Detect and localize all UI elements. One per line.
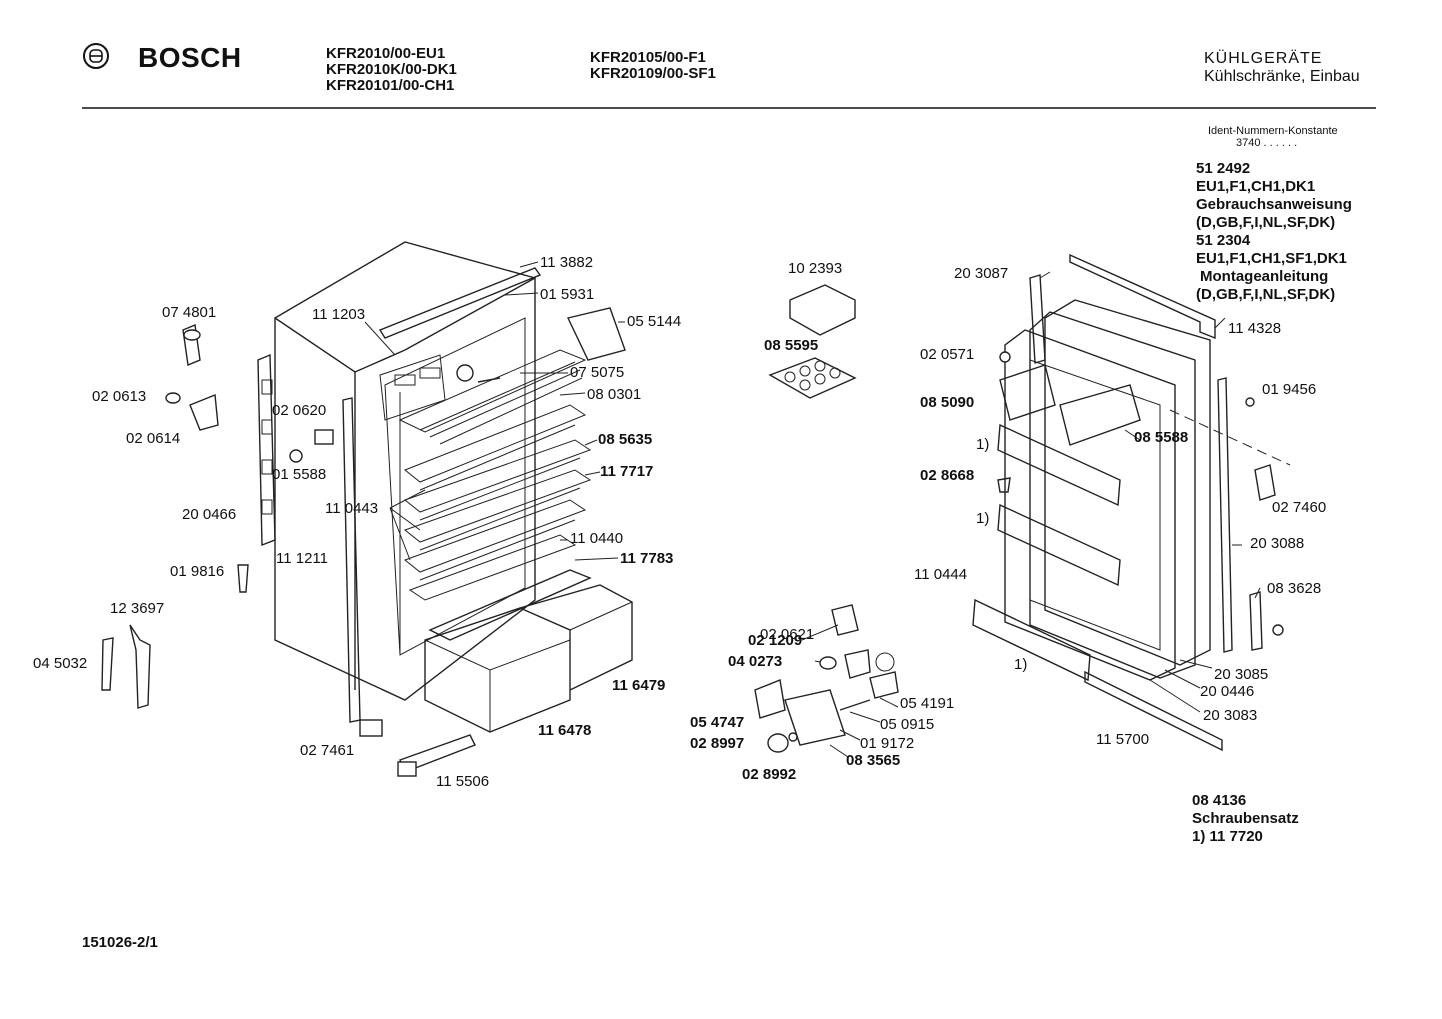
part-label: 11 4328: [1228, 320, 1282, 337]
model-line: KFR20105/00-F1: [590, 49, 706, 66]
part-label: 20 3085: [1214, 666, 1269, 683]
part-label: 11 1203: [312, 306, 366, 323]
model-line: KFR2010/00-EU1: [326, 45, 446, 62]
part-label: 08 3628: [1267, 580, 1322, 597]
part-label: 05 0915: [880, 716, 935, 733]
category-block: KÜHLGERÄTE Kühlschränke, Einbau: [1204, 50, 1360, 86]
part-label: 07 4801: [162, 304, 217, 321]
part-label: 01 5588: [272, 466, 327, 483]
doc-entry: 51 2304 EU1,F1,CH1,SF1,DK1 Montageanleit…: [1196, 232, 1347, 304]
part-label: 02 7460: [1272, 499, 1327, 516]
part-label: 04 0273: [728, 653, 783, 670]
ident-value: 3740 . . . . . .: [1236, 137, 1298, 149]
doc-title: Montageanleitung: [1200, 268, 1329, 285]
doc-entry: 51 2492 EU1,F1,CH1,DK1 Gebrauchsanweisun…: [1196, 160, 1352, 232]
doc-variants: EU1,F1,CH1,DK1: [1196, 178, 1316, 195]
part-label: 08 5090: [920, 394, 975, 411]
part-label: 08 5588: [1134, 429, 1189, 446]
part-label: 05 4191: [900, 695, 955, 712]
part-label: 11 0440: [570, 530, 624, 547]
screw-set-block: 08 4136 Schraubensatz 1) 11 7720: [1192, 792, 1299, 846]
category-subtitle: Kühlschränke, Einbau: [1204, 68, 1360, 85]
door-assembly: [972, 253, 1291, 752]
part-label: 02 7461: [300, 742, 355, 759]
doc-title: Gebrauchsanweisung: [1196, 196, 1352, 213]
part-label: 11 1211: [276, 550, 328, 567]
part-label: 02 0621: [760, 626, 815, 643]
part-label: 20 0466: [182, 506, 237, 523]
part-label: 11 7717: [600, 463, 654, 480]
model-list-2: KFR20105/00-F1 KFR20109/00-SF1: [590, 50, 716, 82]
part-label: 20 3083: [1203, 707, 1258, 724]
footnote-marker: 1): [976, 436, 990, 453]
ident-label: Ident-Nummern-Konstante: [1208, 125, 1338, 137]
part-label: 01 5931: [540, 286, 595, 303]
part-label: 02 8992: [742, 766, 797, 783]
footnote-marker: 1): [1014, 656, 1028, 673]
part-label: 02 0571: [920, 346, 975, 363]
part-label: 02 0614: [126, 430, 181, 447]
doc-number: 51 2492: [1196, 160, 1251, 177]
part-label: 11 3882: [540, 254, 594, 271]
doc-number: 51 2304: [1196, 232, 1251, 249]
part-label: 20 0446: [1200, 683, 1255, 700]
part-label: 05 4747: [690, 714, 745, 731]
part-label: 11 7783: [620, 550, 674, 567]
model-line: KFR2010K/00-DK1: [326, 61, 457, 78]
doc-variants: EU1,F1,CH1,SF1,DK1: [1196, 250, 1347, 267]
part-label: 01 9456: [1262, 381, 1317, 398]
part-label: 02 8668: [920, 467, 975, 484]
part-label: 08 5595: [764, 337, 819, 354]
part-label: 07 5075: [570, 364, 625, 381]
part-label: 12 3697: [110, 600, 165, 617]
leader-lines: [364, 261, 1261, 758]
model-line: KFR20101/00-CH1: [326, 77, 455, 94]
model-list-1: KFR2010/00-EU1 KFR2010K/00-DK1 KFR20101/…: [326, 46, 457, 94]
ident-block: Ident-Nummern-Konstante 3740 . . . . . .: [1208, 125, 1338, 149]
part-label: 01 9172: [860, 735, 915, 752]
part-label: 08 0301: [587, 386, 642, 403]
part-label: 11 0443: [325, 500, 379, 517]
middle-parts: [754, 284, 899, 753]
part-label: 11 5506: [436, 773, 490, 790]
screw-set-label: Schraubensatz: [1192, 810, 1299, 827]
part-label: 11 6478: [538, 722, 592, 739]
brand-name: BOSCH: [138, 42, 242, 73]
part-label: 20 3087: [954, 265, 1009, 282]
part-label: 08 3565: [846, 752, 901, 769]
category-title: KÜHLGERÄTE: [1204, 50, 1323, 67]
bosch-logo-icon: [82, 42, 110, 70]
cabinet-body: [257, 241, 633, 733]
part-label: 02 0620: [272, 402, 327, 419]
part-label: 02 8997: [690, 735, 745, 752]
drawing-number: 151026-2/1: [82, 934, 158, 951]
footnote-marker: 1): [976, 510, 990, 527]
part-label: 08 5635: [598, 431, 653, 448]
part-label: 11 0444: [914, 566, 968, 583]
screw-set-note: 1) 11 7720: [1192, 828, 1263, 845]
part-label: 10 2393: [788, 260, 843, 277]
model-line: KFR20109/00-SF1: [590, 65, 716, 82]
part-label: 04 5032: [33, 655, 88, 672]
part-label: 01 9816: [170, 563, 225, 580]
part-label: 02 0613: [92, 388, 147, 405]
part-label: 05 5144: [627, 313, 682, 330]
doc-languages: (D,GB,F,I,NL,SF,DK): [1196, 286, 1336, 303]
part-label: 02 1209: [748, 632, 803, 649]
doc-languages: (D,GB,F,I,NL,SF,DK): [1196, 214, 1336, 231]
part-label: 11 6479: [612, 677, 666, 694]
part-label: 11 5700: [1096, 731, 1150, 748]
left-small-parts: [101, 307, 626, 777]
part-label: 20 3088: [1250, 535, 1305, 552]
screw-set-number: 08 4136: [1192, 792, 1247, 809]
